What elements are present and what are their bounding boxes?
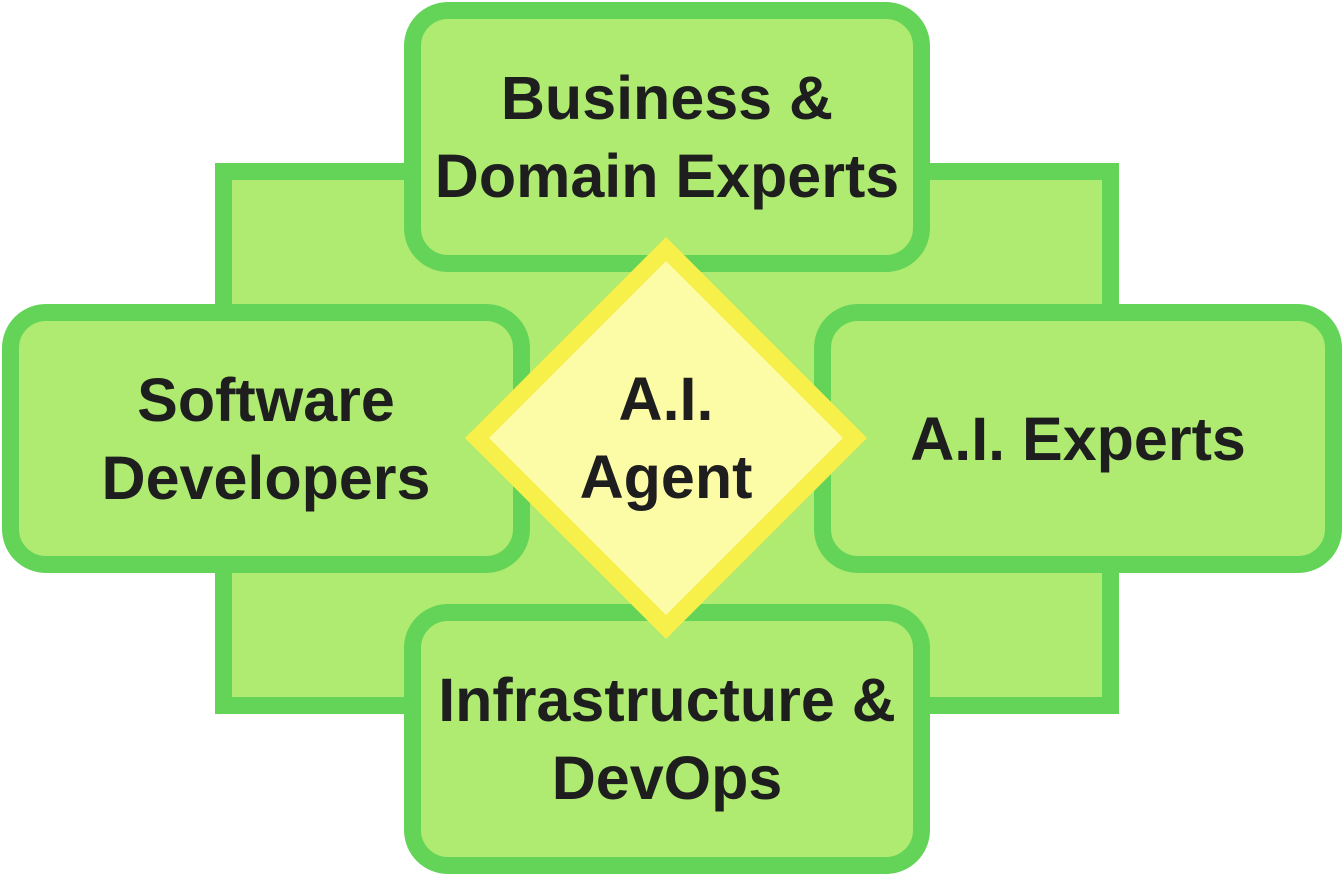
node-infrastructure-devops: Infrastructure & DevOps bbox=[404, 604, 930, 874]
ai-agent-label: A.I. Agent bbox=[579, 365, 753, 511]
ai-agent-label-container: A.I. Agent bbox=[540, 360, 792, 516]
node-label: Infrastructure & DevOps bbox=[438, 666, 896, 812]
node-label: Business & Domain Experts bbox=[434, 64, 900, 210]
node-software-developers: Software Developers bbox=[2, 304, 530, 573]
node-ai-experts: A.I. Experts bbox=[814, 304, 1342, 573]
node-business-domain-experts: Business & Domain Experts bbox=[404, 2, 930, 272]
diamond-shape bbox=[464, 236, 868, 640]
node-label: Software Developers bbox=[101, 365, 431, 512]
node-label: A.I. Experts bbox=[910, 404, 1246, 473]
